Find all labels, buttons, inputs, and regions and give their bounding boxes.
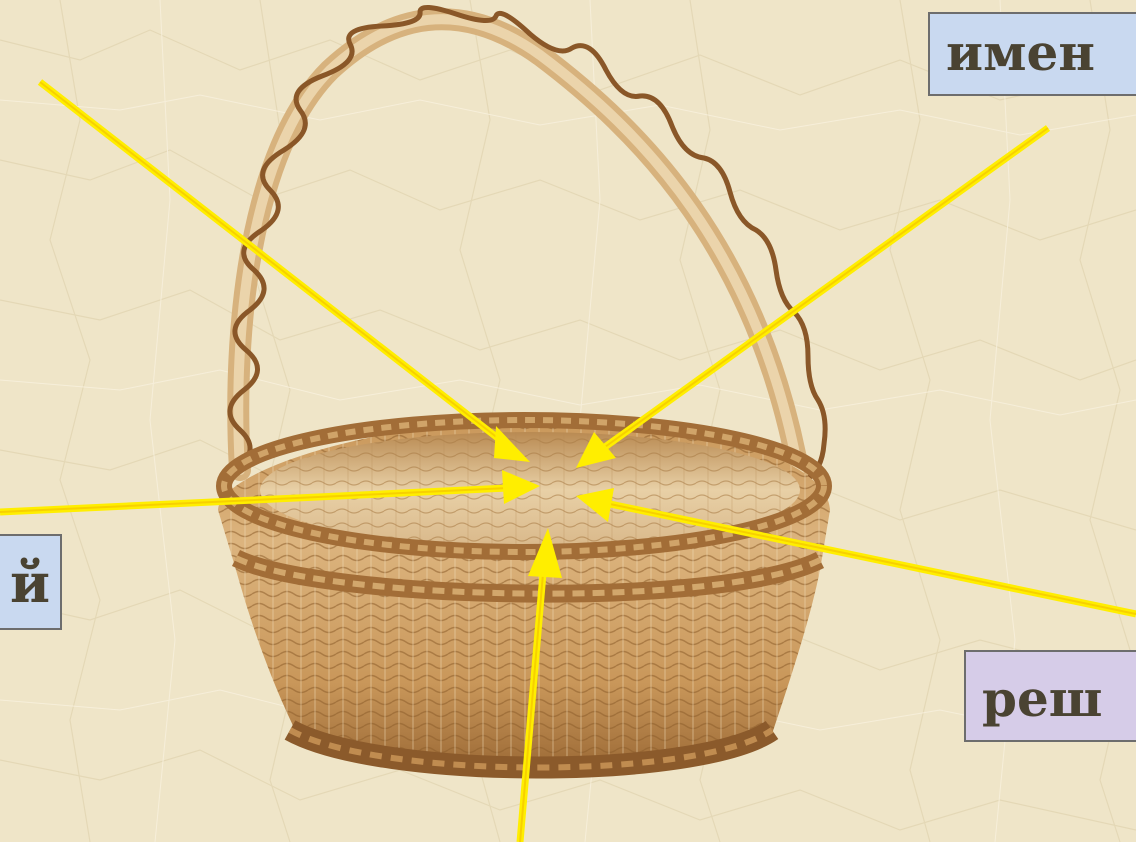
wicker-basket-image: [218, 7, 830, 770]
label-box-top-right: имен: [928, 12, 1136, 96]
label-text-left: й: [10, 551, 50, 615]
label-box-left: й: [0, 534, 62, 630]
label-text-top-right: имен: [946, 23, 1095, 82]
label-box-bottom-right: реш: [964, 650, 1136, 742]
label-text-bottom-right: реш: [982, 669, 1103, 728]
